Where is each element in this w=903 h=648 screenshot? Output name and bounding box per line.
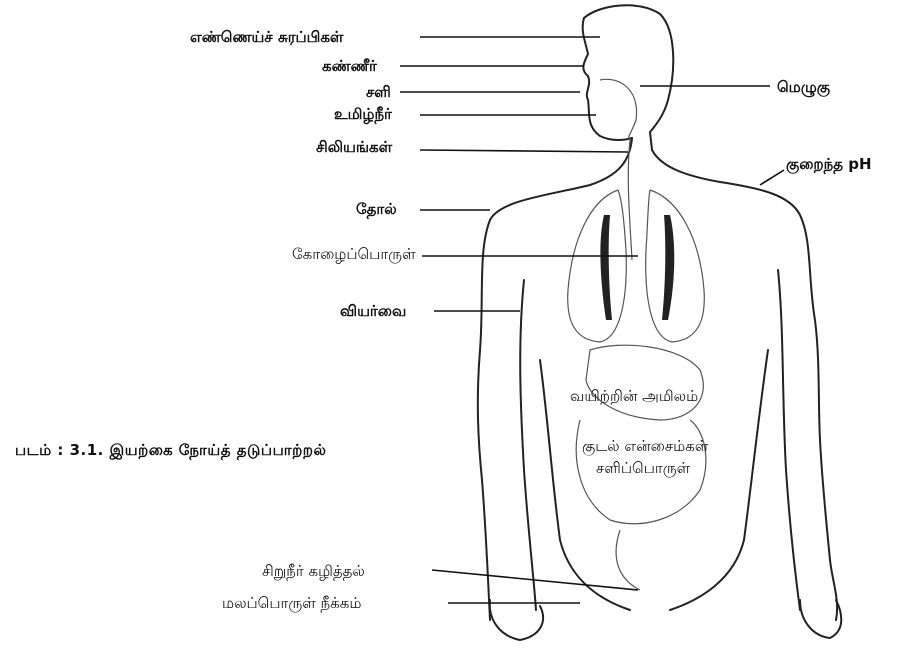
label-skin: தோல் <box>356 200 397 218</box>
label-intestinal-enzymes: குடல் என்சைம்கள் <box>582 437 708 455</box>
right-inner-arm <box>778 270 800 610</box>
left-shoulder <box>478 138 632 620</box>
label-urination: சிறுநீர் கழித்தல் <box>262 562 365 580</box>
stomach <box>586 345 703 420</box>
right-lung <box>646 190 705 342</box>
label-low-ph: குறைந்த pH <box>786 155 872 173</box>
right-hand <box>800 600 841 638</box>
label-wax: மெழுகு <box>777 78 830 96</box>
left-inner-arm <box>520 280 536 610</box>
nasal-passage <box>600 79 637 140</box>
left-lung-shading <box>600 215 612 320</box>
label-excretion: மலப்பொருள் நீக்கம் <box>222 594 361 612</box>
figure-caption: படம் : 3.1. இயற்கை நோய்த் தடுப்பாற்றல் <box>15 441 326 461</box>
label-cilia: சிலியங்கள் <box>316 138 392 156</box>
colon <box>616 530 640 590</box>
label-tears: கண்ணீர் <box>322 57 377 75</box>
label-sweat: வியர்வை <box>340 302 406 320</box>
right-shoulder <box>652 150 837 620</box>
label-mucus: சளி <box>366 83 391 101</box>
label-mucus-matter: சளிப்பொருள் <box>596 459 690 477</box>
trachea <box>628 140 632 260</box>
label-mucous-matter: கோழைப்பொருள் <box>292 245 416 263</box>
right-lung-shading <box>662 215 674 320</box>
label-saliva: உமிழ்நீர் <box>334 105 392 123</box>
leader-low-ph <box>760 170 784 185</box>
label-oil-glands: எண்ணெய்ச் சுரப்பிகள் <box>190 28 343 46</box>
left-lung <box>568 190 627 342</box>
label-stomach-acid: வயிற்றின் அமிலம் <box>570 387 698 405</box>
head-outline <box>584 5 673 150</box>
leader-cilia <box>420 150 628 152</box>
